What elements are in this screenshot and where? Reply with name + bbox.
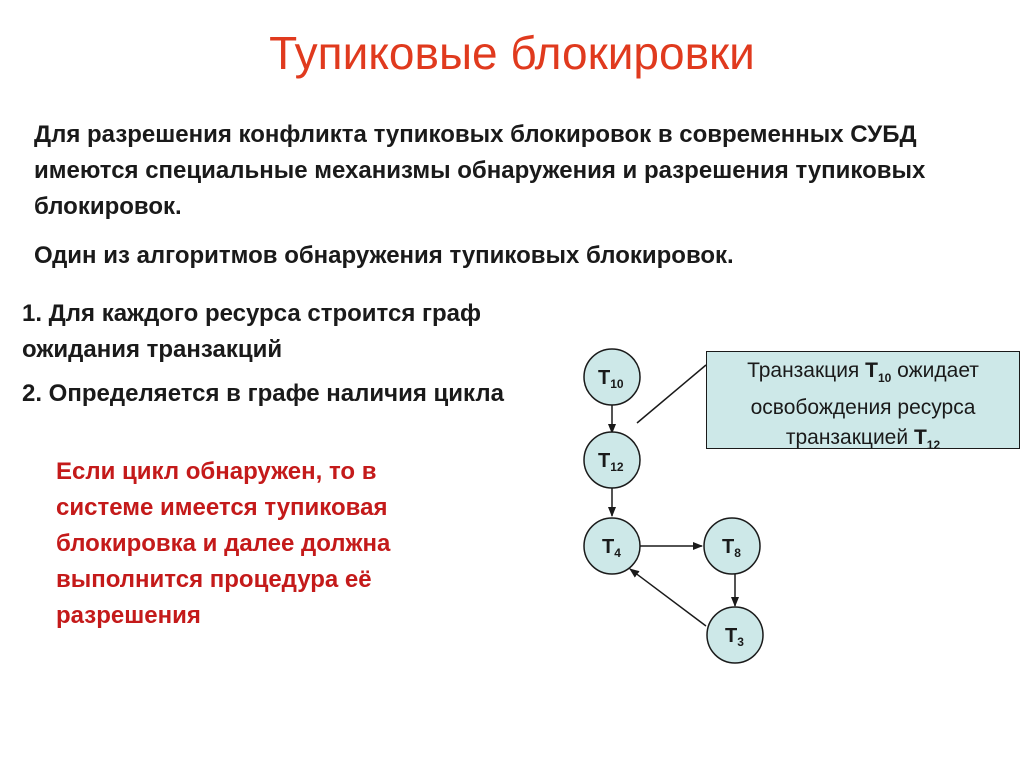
callout-t12-letter: T [913, 426, 927, 450]
callout-part1: Транзакция [747, 359, 866, 382]
algorithm-paragraph: Один из алгоритмов обнаружения тупиковых… [34, 242, 734, 269]
edge-t3-t4 [629, 568, 707, 627]
node-t12-letter: T [598, 450, 610, 472]
svg-text:T12: T12 [598, 450, 624, 474]
intro-paragraph: Для разрешения конфликта тупиковых блоки… [34, 121, 926, 220]
node-t8: T8 [703, 517, 761, 575]
node-t3: T3 [706, 606, 764, 664]
callout-line-3: транзакцией T12 [707, 423, 1019, 460]
node-t12: T12 [583, 431, 641, 489]
node-t10-letter: T [598, 367, 610, 389]
node-t8-sub: 8 [734, 546, 741, 560]
svg-text:T3: T3 [725, 625, 744, 649]
node-t10-sub: 10 [610, 377, 624, 391]
step-2-text: 2. Определяется в графе наличия цикла [22, 380, 504, 407]
node-t4: T4 [583, 517, 641, 575]
svg-text:T10: T10 [598, 367, 624, 391]
node-t4-sub: 4 [614, 546, 621, 560]
node-t12-sub: 12 [610, 460, 624, 474]
callout-box: Транзакция T10 ожидает освобождения ресу… [706, 351, 1020, 452]
callout-line-1: Транзакция T10 ожидает [707, 356, 1019, 393]
conclusion-text: Если цикл обнаружен, то в системе имеетс… [56, 458, 391, 629]
callout-part2: ожидает [891, 359, 979, 382]
svg-text:T8: T8 [722, 536, 741, 560]
node-t10: T10 [583, 348, 641, 406]
callout-t10-letter: T [865, 359, 878, 382]
step-1-text: 1. Для каждого ресурса строится граф ожи… [22, 300, 481, 363]
node-t4-letter: T [602, 536, 614, 558]
callout-part3: транзакцией [785, 426, 914, 450]
slide-title: Тупиковые блокировки [269, 27, 755, 79]
node-t3-letter: T [725, 625, 737, 647]
node-t3-sub: 3 [737, 635, 744, 649]
callout-pointer-line [636, 364, 707, 424]
node-t8-letter: T [722, 536, 734, 558]
svg-text:T4: T4 [602, 536, 621, 560]
callout-t10-sub: 10 [877, 371, 892, 386]
callout-line-2: освобождения ресурса [750, 396, 976, 420]
callout-t12-sub: 12 [926, 438, 941, 453]
